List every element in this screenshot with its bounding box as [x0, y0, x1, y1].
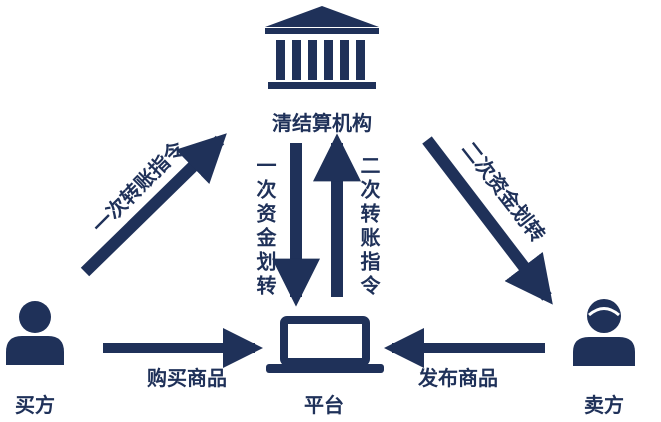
buyer-person-icon: [6, 301, 64, 365]
arrow-clearing-to-seller: [422, 136, 553, 305]
clearing-label: 清结算机构: [272, 111, 372, 135]
laptop-icon: [266, 316, 384, 373]
edge-label-buyer-to-platform: 购买商品: [147, 366, 227, 390]
edge-label-seller-to-platform: 发布商品: [417, 366, 498, 390]
bank-icon: [265, 6, 379, 89]
edge-label-clearing-to-platform: 一次资金划转: [253, 155, 277, 299]
platform-label: 平台: [304, 393, 344, 417]
seller-person-icon: [573, 299, 635, 366]
buyer-label: 买方: [15, 393, 55, 417]
edge-label-platform-to-clearing: 二次转账指令: [357, 155, 381, 299]
seller-label: 卖方: [584, 393, 624, 417]
arrow-buyer-to-clearing: [80, 133, 227, 277]
